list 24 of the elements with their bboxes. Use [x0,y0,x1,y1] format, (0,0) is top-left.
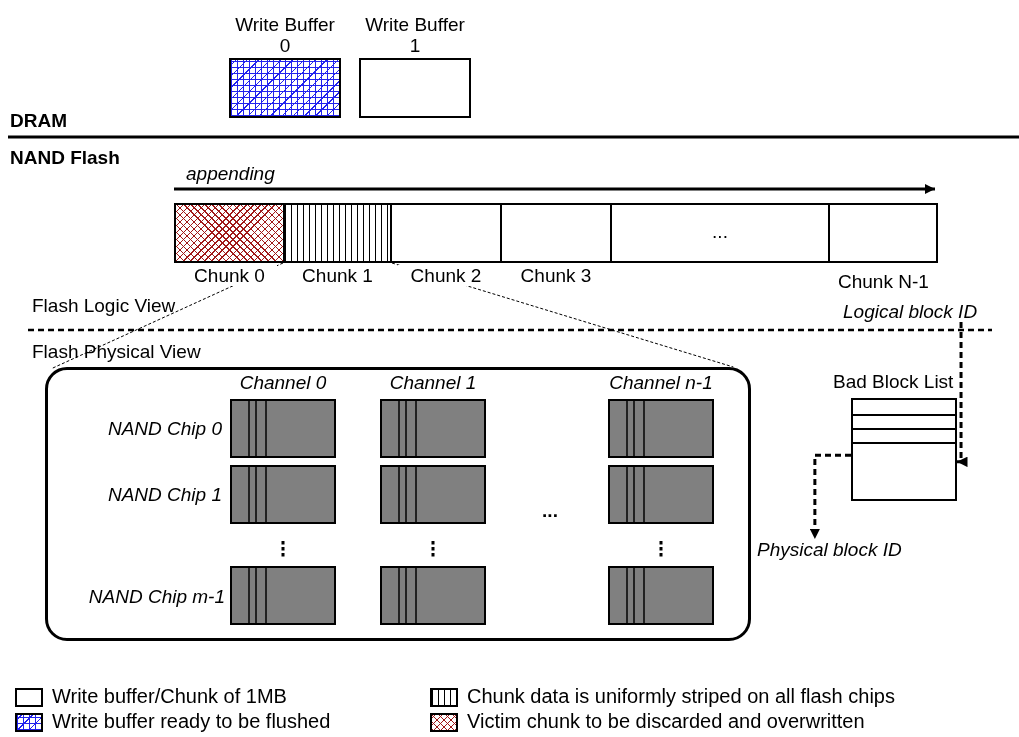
chip-row-label: NAND Chip m-1 [87,586,225,607]
arrow-label: appending [186,163,275,184]
chip-row-label: NAND Chip 0 [106,418,222,439]
legend-text: Victim chunk to be discarded and overwritten [467,711,865,732]
buffer-label: Write Buffer 0 [235,14,335,56]
block-id-label: Logical block ID [843,301,978,322]
view-label: Flash Logic View [32,295,176,316]
block-id-label: Physical block ID [757,539,902,560]
legend-text: Chunk data is uniformly striped on all flash chips [467,686,895,707]
view-label: Flash Physical View [32,341,201,362]
ellipsis-text: ... [711,221,729,242]
legend-text: Write buffer/Chunk of 1MB [52,686,287,707]
section-label: NAND Flash [10,147,120,168]
arrow [957,322,968,468]
arrow [809,453,851,539]
section-label: DRAM [10,110,67,131]
ellipsis-text: ... [541,500,559,521]
legend-text: Write buffer ready to be flushed [52,711,331,732]
channel-label: Channel 0 [238,372,328,393]
table-title: Bad Block List [833,371,954,392]
chip-row-label: NAND Chip 1 [106,484,222,505]
buffer-label: Write Buffer 1 [365,14,465,56]
channel-label: Channel n-1 [608,372,714,393]
channel-label: Channel 1 [388,372,478,393]
